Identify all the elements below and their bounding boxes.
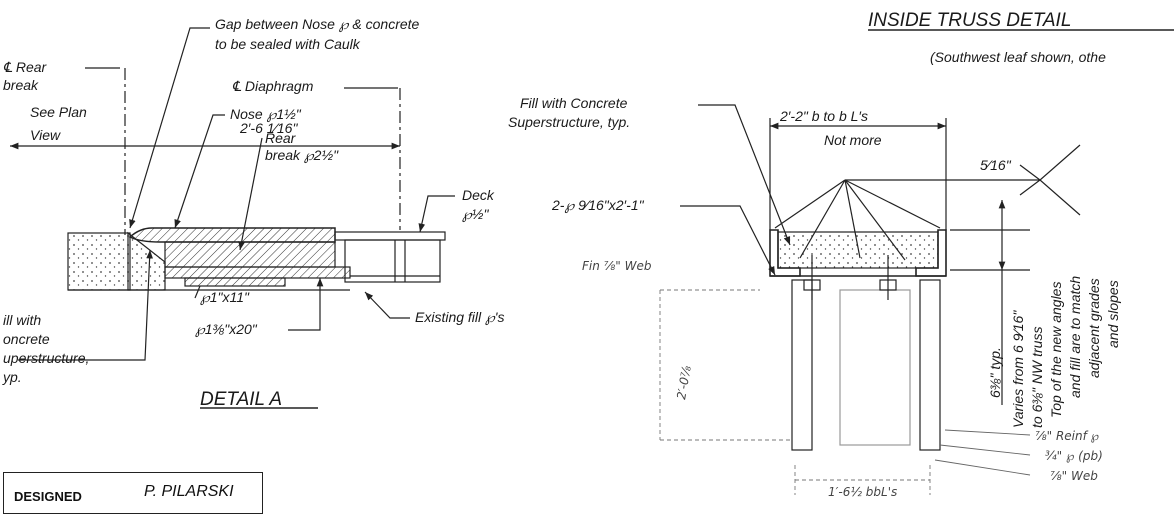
center-web [839,289,911,446]
existing-fill-label: Existing fill ℘'s [415,309,504,326]
hand-pl-pb: ¾" ℘ (pb) [1045,449,1103,463]
weld-leader-4 [844,179,906,261]
leader-existing [364,291,410,319]
dim-side-label: 6⅜" typ. [987,347,1003,398]
dim-top-label: 2′-2" b to b L′s [779,108,868,124]
deck-label: Deck [462,187,495,203]
bolt-left [803,255,821,300]
title-block: DESIGNED P. PILARSKI [3,472,263,514]
weld-size-label: 5⁄16" [980,157,1012,173]
fill-label-3: uperstructure, [3,350,89,366]
varies-label-1: Varies from 6 9⁄16" [1010,310,1026,428]
pl-138x20-label: ℘1⅜"x20" [195,321,258,338]
note-label-3: adjacent grades [1086,278,1102,378]
left-web [791,279,813,451]
leader-rear [238,137,263,251]
plate-label: 2-℘ 9⁄16"x2′-1" [551,197,645,214]
detail-a [9,27,455,409]
designed-name: P. PILARSKI [144,483,234,500]
inside-truss-detail [659,29,1174,495]
deck-plate [334,231,446,241]
not-more-label: Not more [824,132,882,148]
nose-pl-label: Nose ℘1½" [230,106,302,123]
deck-pl-label: ℘½" [462,206,489,223]
plate-1-x-11 [184,277,286,287]
leader-fill-concrete [698,104,791,246]
designed-label: DESIGNED [14,489,82,504]
hand-leaders [934,429,1031,476]
detail-a-text: Gap between Nose ℘ & concrete to be seal… [2,16,504,410]
hand-sketch-lines [659,289,931,495]
right-web [919,279,941,451]
weld-leader-2 [799,179,846,259]
note-label-1: Top of the new angles [1048,282,1064,418]
truss-subtitle: (Southwest leaf shown, othe [930,49,1106,65]
leader-deck [418,195,455,233]
hand-height: 2′-0⅞ [674,364,694,400]
plate-1-3-8-x-20 [164,266,351,279]
concrete-block [67,232,131,291]
cl-diaphragm-label: ℄ Diaphragm [232,78,314,94]
note-label-2: and fill are to match [1067,276,1083,398]
hand-web: ⅞" Web [1050,469,1098,483]
weld-leader-3 [844,179,861,259]
inside-truss-text: INSIDE TRUSS DETAIL (Southwest leaf show… [508,10,1121,499]
note-label-4: and slopes [1105,280,1121,348]
fill-label-2: oncrete [3,331,50,347]
gap-label-2: to be sealed with Caulk [215,36,361,52]
hand-bottom: 1′-6½ bbL's [828,485,897,499]
gap-label-1: Gap between Nose ℘ & concrete [215,16,420,33]
leader-pl-138 [288,278,324,331]
leader-pl-1x11 [194,285,201,299]
weld-tail [1039,144,1081,216]
fill-concrete-label-2: Superstructure, typ. [508,114,630,130]
fill-concrete-label-1: Fill with Concrete [520,95,628,111]
truss-title: INSIDE TRUSS DETAIL [868,10,1071,31]
leader-gap [129,27,210,229]
hand-fin-web: Fin ⅞" Web [582,259,652,273]
varies-label-2: to 6⅜" NW truss [1029,327,1045,428]
fill-label-4: yp. [2,369,22,385]
view-label: View [30,127,61,143]
leader-plate [680,205,776,276]
detail-a-title: DETAIL A [200,389,282,410]
weld-leader-5 [844,179,941,229]
rear-label: Rear [265,130,297,146]
weld-leader-1 [774,179,846,229]
dim-main-label: 2′-6 1⁄16" [239,120,298,136]
hand-reinf: ⅞" Reinf ℘ [1035,429,1100,443]
nose-plate [128,227,336,243]
deck-beam [344,239,441,283]
see-plan-label: See Plan [30,104,87,120]
rear-break-label: break ℘2½" [265,147,339,164]
pl-1x11-label: ℘1"x11" [200,289,250,306]
break-label: break [3,77,39,93]
bolt-right [879,255,897,300]
leader-nose [174,114,225,229]
cl-rear-label: ℄ Rear [3,59,48,75]
leader-fill [18,249,153,361]
fill-label-1: ill with [3,312,41,328]
rear-break-plate [164,241,336,268]
